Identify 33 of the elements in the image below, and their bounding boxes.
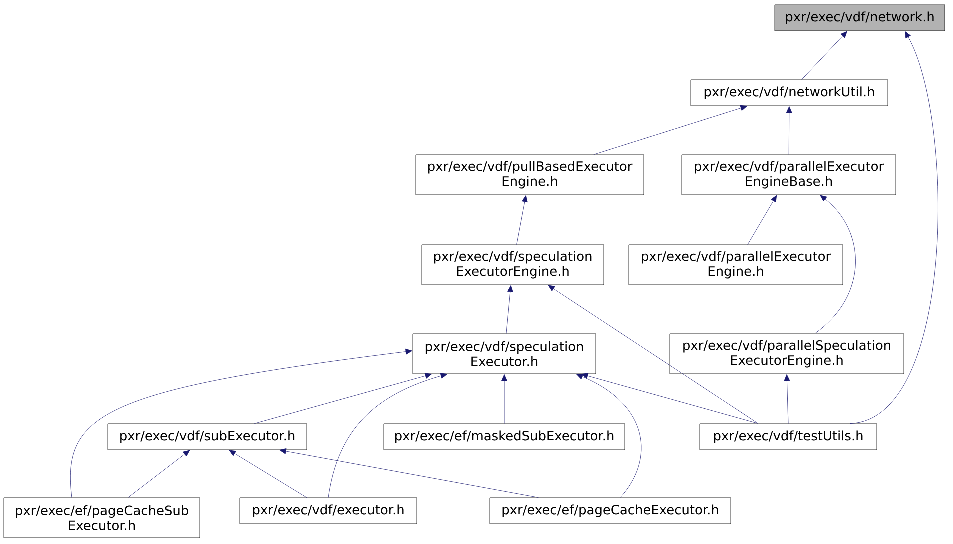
arrow: [814, 195, 856, 334]
arrow: [128, 450, 190, 498]
file-box: pxr/exec/vdf/speculation ExecutorEngine.h: [422, 244, 604, 286]
arrow: [576, 374, 642, 498]
arrow: [548, 285, 759, 424]
file-box: pxr/exec/ef/pageCacheSub Executor.h: [4, 498, 200, 538]
file-box: pxr/exec/ef/pageCacheExecutor.h: [490, 498, 732, 524]
arrow: [784, 374, 790, 424]
arrow: [516, 195, 528, 245]
file-box: pxr/exec/vdf/parallelExecutor EngineBase.h: [682, 154, 896, 196]
arrow: [582, 373, 759, 424]
file-box: pxr/exec/vdf/testUtils.h: [700, 424, 878, 450]
file-box: pxr/exec/vdf/parallelSpeculation ExecutorEngine.h: [670, 334, 904, 374]
arrow: [229, 450, 308, 498]
arrow: [594, 105, 748, 155]
file-box: pxr/exec/vdf/subExecutor.h: [108, 424, 308, 450]
arrow: [70, 348, 412, 498]
arrow: [506, 286, 514, 334]
file-box: pxr/exec/vdf/speculation Executor.h: [412, 334, 596, 374]
arrow: [802, 31, 848, 80]
arrow: [328, 373, 448, 498]
arrow: [748, 195, 778, 245]
arrow: [502, 374, 508, 424]
arrow: [254, 373, 432, 424]
arrow: [786, 106, 792, 155]
file-box: pxr/exec/ef/maskedSubExecutor.h: [384, 424, 626, 450]
file-box: pxr/exec/vdf/executor.h: [240, 498, 418, 524]
file-box: pxr/exec/vdf/networkUtil.h: [690, 80, 888, 106]
arrow: [850, 31, 938, 424]
file-box: pxr/exec/vdf/network.h: [774, 4, 946, 32]
file-box: pxr/exec/vdf/pullBasedExecutor Engine.h: [416, 154, 644, 196]
file-box: pxr/exec/vdf/parallelExecutor Engine.h: [628, 244, 844, 286]
arrow: [280, 448, 539, 498]
